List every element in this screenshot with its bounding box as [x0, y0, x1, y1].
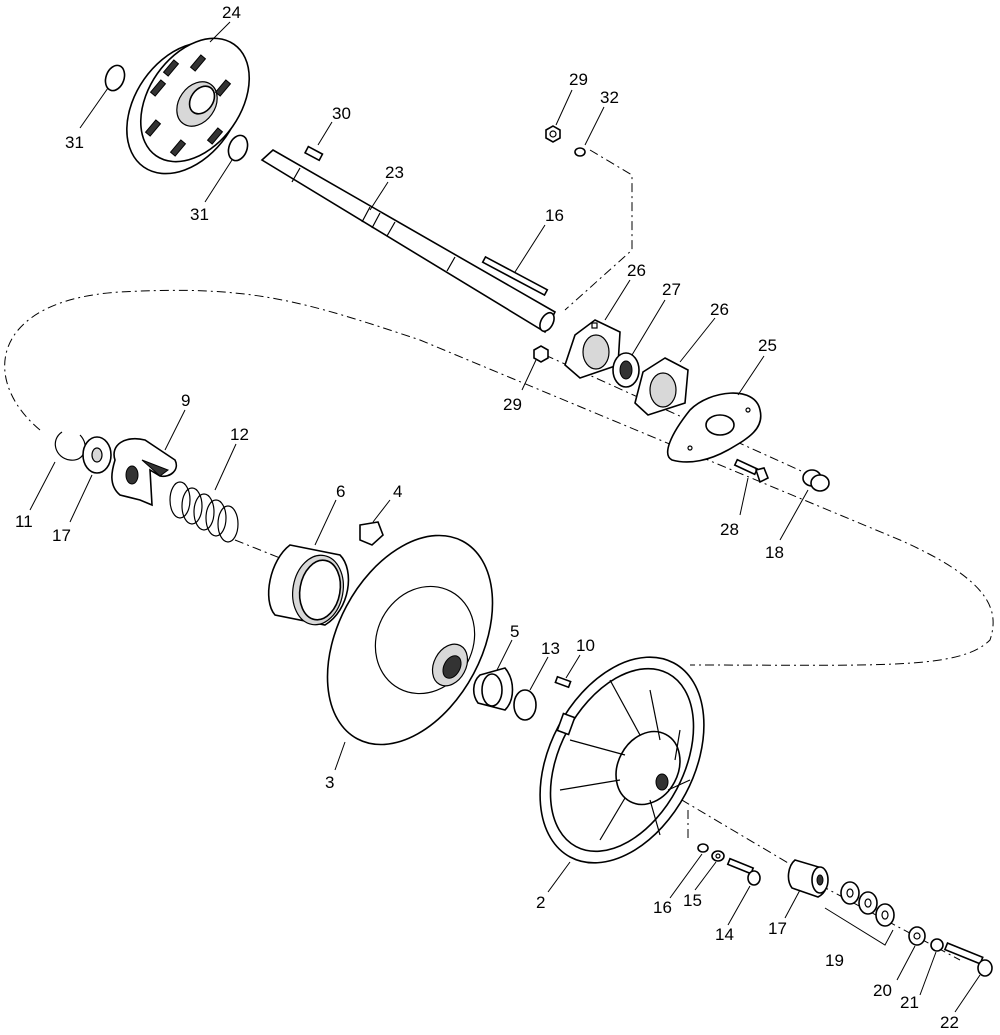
part-12-spring — [169, 481, 239, 543]
callout-31: 31 — [190, 205, 209, 224]
part-13-ring — [513, 689, 537, 721]
callout-12: 12 — [230, 425, 249, 444]
callout-21: 21 — [900, 993, 919, 1012]
callout-16: 16 — [653, 898, 672, 917]
callout-29: 29 — [569, 70, 588, 89]
callout-19: 19 — [825, 951, 844, 970]
part-18-bushing — [802, 469, 830, 492]
callout-17: 17 — [768, 919, 787, 938]
part-21-lockwasher — [930, 938, 944, 952]
callout-29: 29 — [503, 395, 522, 414]
part-19-washers — [824, 881, 895, 946]
part-32-washer — [574, 147, 586, 157]
part-14-bolt — [726, 857, 761, 886]
callout-30: 30 — [332, 104, 351, 123]
part-22-bolt — [943, 942, 993, 977]
callout-17: 17 — [52, 526, 71, 545]
callout-5: 5 — [510, 622, 519, 641]
callout-24: 24 — [222, 3, 241, 22]
part-11-circlip — [54, 431, 86, 461]
callout-16: 16 — [545, 206, 564, 225]
callout-15: 15 — [683, 891, 702, 910]
callout-27: 27 — [662, 280, 681, 299]
part-23-shaft — [260, 149, 557, 334]
part-20-washer — [908, 926, 926, 946]
part-31-o-rings — [104, 64, 249, 162]
callout-10: 10 — [576, 636, 595, 655]
part-9-cam — [111, 438, 178, 507]
callout-28: 28 — [720, 520, 739, 539]
callout-25: 25 — [758, 336, 777, 355]
part-17-spacer — [787, 859, 829, 898]
part-10-pin — [554, 675, 572, 689]
part-26-flange-b — [634, 357, 689, 416]
callout-3: 3 — [325, 773, 334, 792]
part-26-flange-a — [564, 319, 621, 379]
part-5-bushing — [472, 667, 514, 711]
callout-11: 11 — [15, 512, 33, 531]
part-16-shaft-key — [481, 255, 549, 297]
callout-labels: 24 31 31 30 23 29 32 16 26 27 26 25 29 9… — [15, 3, 959, 1032]
part-17-washer — [82, 436, 112, 474]
callout-13: 13 — [541, 639, 560, 658]
callout-22: 22 — [940, 1013, 959, 1032]
callout-9: 9 — [181, 391, 190, 410]
leader-lines — [29, 21, 981, 1013]
callout-6: 6 — [336, 482, 345, 501]
part-27-bearing — [612, 352, 640, 388]
part-4-slider — [359, 521, 384, 546]
callout-26: 26 — [710, 300, 729, 319]
part-6-sleeve — [267, 544, 350, 626]
part-2-movable-sheave — [539, 656, 705, 864]
part-29-nut-lower — [533, 345, 549, 363]
part-24-drive-plate — [126, 37, 251, 175]
part-30-key — [303, 145, 324, 162]
part-16-washer — [697, 843, 709, 853]
callout-14: 14 — [715, 925, 734, 944]
callout-26: 26 — [627, 261, 646, 280]
callout-20: 20 — [873, 981, 892, 1000]
part-3-fixed-sheave — [326, 534, 494, 746]
part-29-nut-top — [545, 125, 561, 143]
callout-32: 32 — [600, 88, 619, 107]
part-25-plate — [666, 392, 762, 463]
callout-18: 18 — [765, 543, 784, 562]
callout-23: 23 — [385, 163, 404, 182]
callout-2: 2 — [536, 893, 545, 912]
part-28-screw — [733, 458, 770, 484]
part-15-lockwasher — [711, 850, 725, 862]
callout-31: 31 — [65, 133, 84, 152]
callout-4: 4 — [393, 482, 402, 501]
